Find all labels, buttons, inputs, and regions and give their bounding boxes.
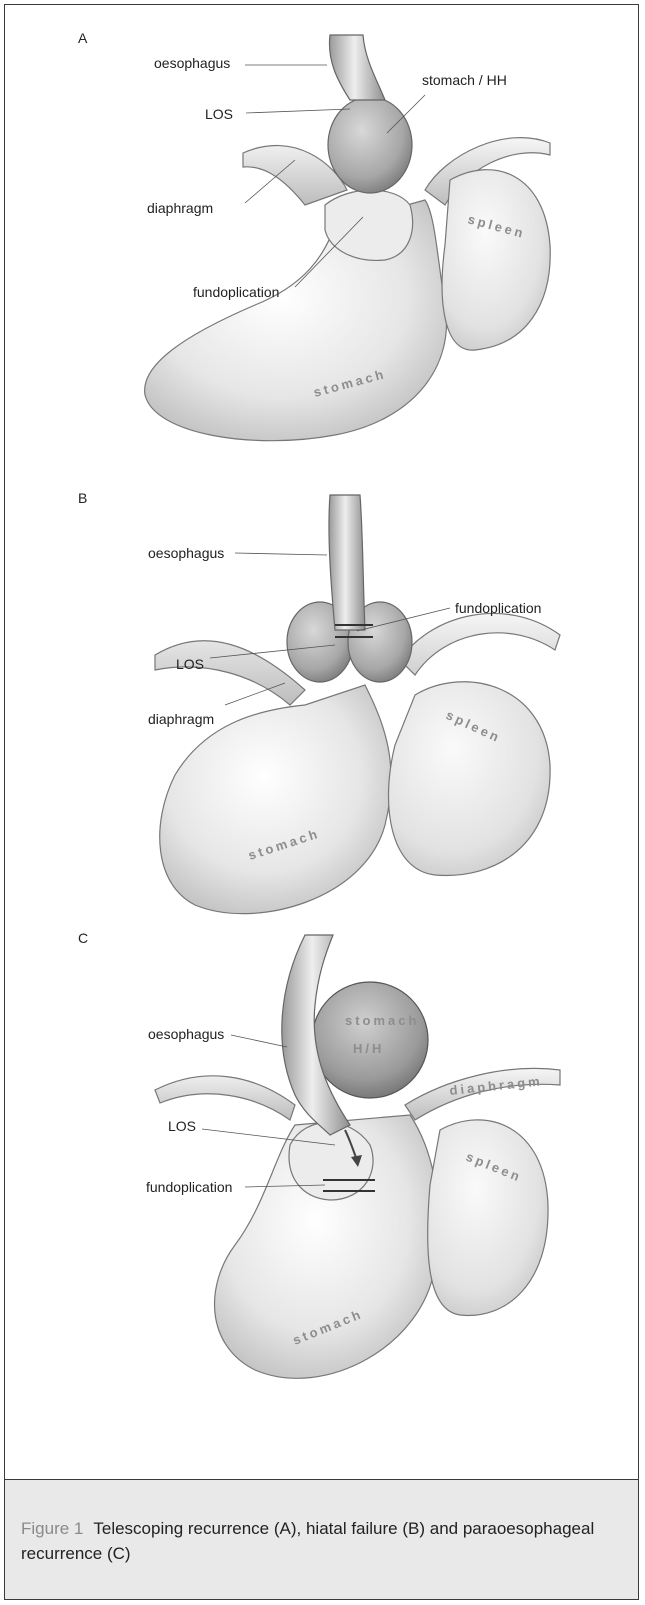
panel-c-label-los: LOS [168,1118,196,1134]
panel-c-label-fundoplication: fundoplication [146,1179,232,1195]
panel-c-label-hh: H/H [353,1041,384,1056]
panel-b-label-fundoplication: fundoplication [455,600,541,616]
panel-a-leader-los [246,109,350,113]
figure-illustration: A oesophagus LOS stomach / HH diaphragm [5,5,638,1480]
figure-frame: A oesophagus LOS stomach / HH diaphragm [4,4,639,1600]
figure-caption-text: Telescoping recurrence (A), hiatal failu… [21,1519,594,1563]
panel-b-leader-oesophagus [235,553,327,555]
panel-a-label-diaphragm: diaphragm [147,200,213,216]
panel-c-paraoesophageal-hernia [312,982,428,1098]
panel-a-spleen [442,170,550,350]
panel-a-label-fundoplication: fundoplication [193,284,279,300]
panel-c-label-oesophagus: oesophagus [148,1026,224,1042]
panel-c-leader-oesophagus [231,1035,287,1047]
panel-a-letter: A [78,30,88,46]
panel-a-hiatal-hernia [328,97,412,193]
panel-b-letter: B [78,490,87,506]
panel-c-spleen [428,1120,548,1316]
panel-b: B oesophagus fundoplication LOS d [78,490,560,914]
panel-b-oesophagus [329,495,365,630]
panel-b-label-los: LOS [176,656,204,672]
panel-b-spleen [388,682,550,876]
panel-a-label-los: LOS [205,106,233,122]
panel-a-oesophagus [329,35,385,100]
panel-b-label-diaphragm: diaphragm [148,711,214,727]
panel-b-label-oesophagus: oesophagus [148,545,224,561]
panel-a-label-stomach-hh: stomach / HH [422,72,507,88]
panel-a-label-oesophagus: oesophagus [154,55,230,71]
panel-a: A oesophagus LOS stomach / HH diaphragm [78,30,550,441]
figure-number: Figure 1 [21,1519,83,1538]
panel-c-letter: C [78,930,88,946]
panel-c: C oesophagus stomach [78,930,560,1378]
panel-c-label-stomach: stomach [345,1013,419,1028]
